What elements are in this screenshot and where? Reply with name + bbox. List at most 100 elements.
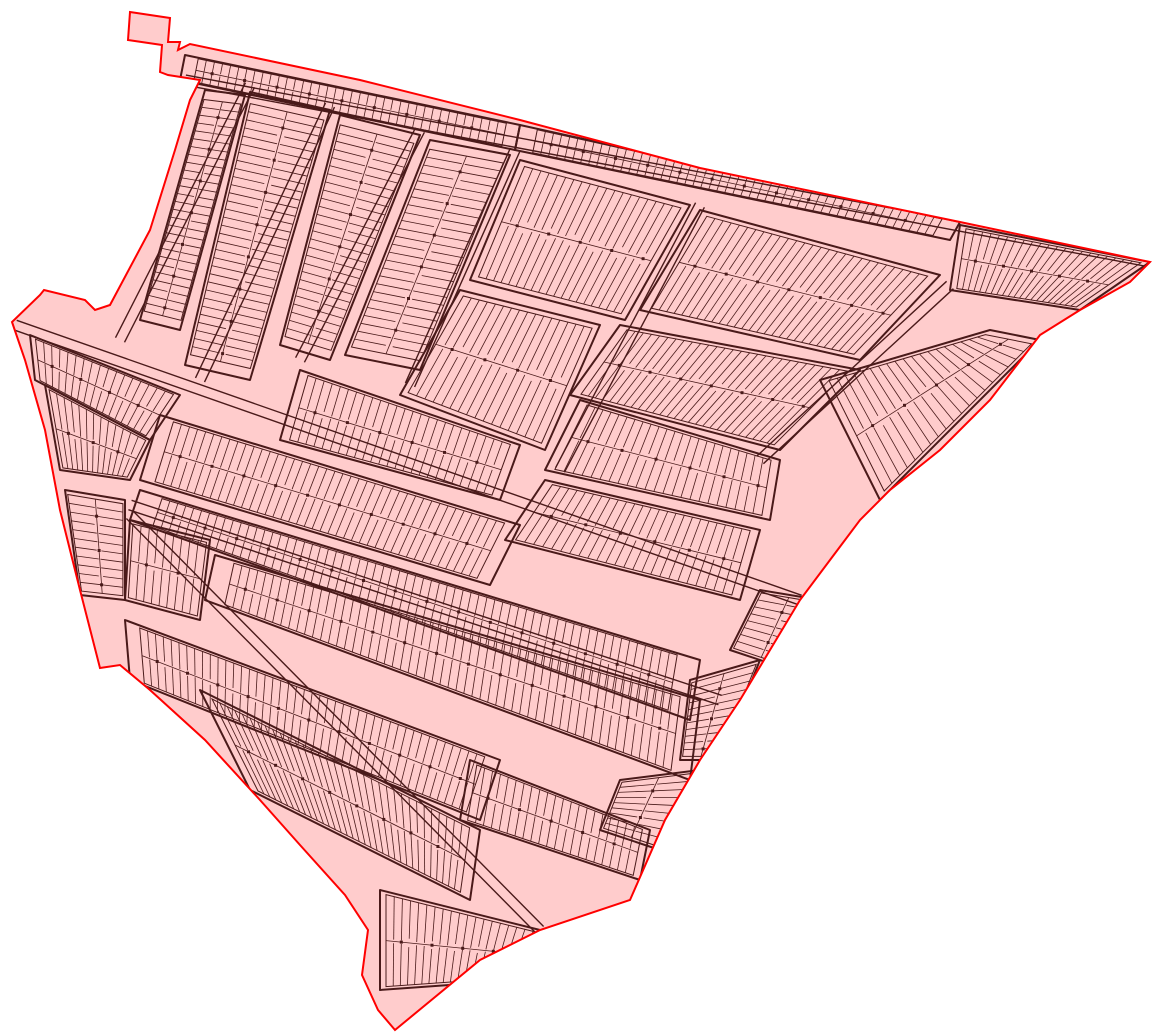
parcel-line: [568, 251, 594, 301]
parcel-line: [391, 642, 397, 667]
parcel-line: [179, 671, 182, 698]
building-mark: [547, 232, 551, 236]
parcel-line: [979, 264, 990, 293]
parcel-line: [245, 568, 251, 589]
parcel-line: [241, 479, 252, 508]
parcel-line: [275, 456, 287, 485]
parcel-line: [566, 801, 572, 825]
parcel-line: [675, 343, 701, 375]
parcel-line: [312, 614, 318, 638]
parcel-line: [78, 573, 99, 577]
parcel-line: [882, 425, 908, 468]
parcel-line: [242, 135, 278, 145]
parcel-line: [919, 353, 944, 380]
parcel-line: [357, 330, 392, 339]
building-mark: [549, 514, 553, 518]
parcel-line: [967, 262, 976, 291]
parcel-line: [341, 737, 347, 763]
parcel-line: [228, 65, 231, 77]
parcel-line: [590, 708, 597, 741]
parcel-line: [514, 812, 520, 837]
parcel-line: [812, 201, 817, 211]
parcel-spine: [603, 361, 812, 409]
parcel-line: [530, 816, 536, 842]
parcel-line: [447, 111, 450, 123]
parcel-line: [382, 97, 386, 109]
road-edge: [413, 151, 521, 388]
building-mark: [403, 641, 407, 645]
road-edge: [563, 206, 706, 473]
parcel-line: [643, 675, 649, 702]
parcel-line: [978, 360, 1001, 376]
building-mark: [79, 377, 83, 381]
parcel-line: [538, 240, 564, 293]
building-mark: [394, 328, 398, 332]
building-mark: [1086, 279, 1090, 283]
parcel-spine: [856, 338, 1009, 437]
parcel-line: [85, 409, 88, 440]
parcel-line: [407, 646, 413, 673]
building-mark: [393, 589, 397, 593]
parcel-line: [236, 159, 271, 169]
parcel-line: [130, 436, 139, 455]
parcel-line: [604, 157, 608, 168]
parcel-line: [607, 145, 611, 156]
parcel-line: [547, 658, 554, 690]
parcel-line: [181, 576, 187, 612]
parcel-line: [423, 651, 429, 679]
parcel-line: [102, 448, 106, 474]
building-mark: [653, 540, 657, 544]
parcel-line: [479, 118, 483, 130]
building-mark: [520, 631, 524, 635]
parcel-line: [172, 424, 182, 454]
parcel-line: [97, 445, 100, 473]
parcel-spine: [534, 140, 938, 228]
parcel-line: [102, 584, 123, 588]
parcel-line: [325, 181, 358, 191]
parcel-line: [614, 536, 629, 566]
parcel-line: [289, 319, 312, 327]
building-mark: [345, 421, 349, 425]
parcel-line: [276, 534, 282, 551]
parcel-line: [347, 391, 357, 420]
parcel-line: [245, 272, 277, 281]
parcel-line: [223, 537, 229, 552]
parcel-line: [503, 777, 509, 803]
parcel-line: [207, 281, 239, 290]
parcel-line: [563, 440, 580, 472]
parcel-line: [1007, 272, 1024, 297]
parcel-line: [243, 446, 255, 475]
parcel-line: [393, 789, 398, 823]
parcel-line: [1002, 269, 1018, 296]
parcel-line: [727, 354, 759, 389]
parcel-line: [550, 179, 575, 229]
parcel-line: [393, 338, 428, 346]
building-mark: [470, 126, 474, 130]
parcel-line: [412, 298, 444, 306]
parcel-line: [329, 793, 342, 833]
parcel-line: [457, 364, 483, 412]
parcel-line: [146, 387, 158, 407]
parcel-line: [126, 406, 139, 427]
parcel-line: [788, 196, 793, 206]
parcel-line: [566, 136, 571, 148]
parcel-line: [400, 759, 408, 786]
parcel-line: [732, 528, 743, 560]
parcel-line: [420, 172, 454, 180]
parcel-line: [297, 719, 302, 745]
parcel-line: [450, 950, 455, 983]
parcel-line: [873, 427, 901, 476]
parcel-line: [332, 594, 338, 618]
parcel-line: [491, 372, 517, 425]
parcel-line: [503, 678, 509, 709]
parcel-line: [846, 314, 882, 353]
parcel-line: [392, 724, 399, 750]
parcel-line: [927, 351, 951, 373]
parcel-line: [1081, 255, 1108, 280]
parcel-line: [71, 520, 95, 525]
parcel-line: [327, 173, 358, 182]
road-edge: [123, 86, 256, 343]
parcel-line: [59, 348, 61, 368]
parcel-line: [960, 341, 984, 355]
parcel-line: [469, 128, 472, 140]
